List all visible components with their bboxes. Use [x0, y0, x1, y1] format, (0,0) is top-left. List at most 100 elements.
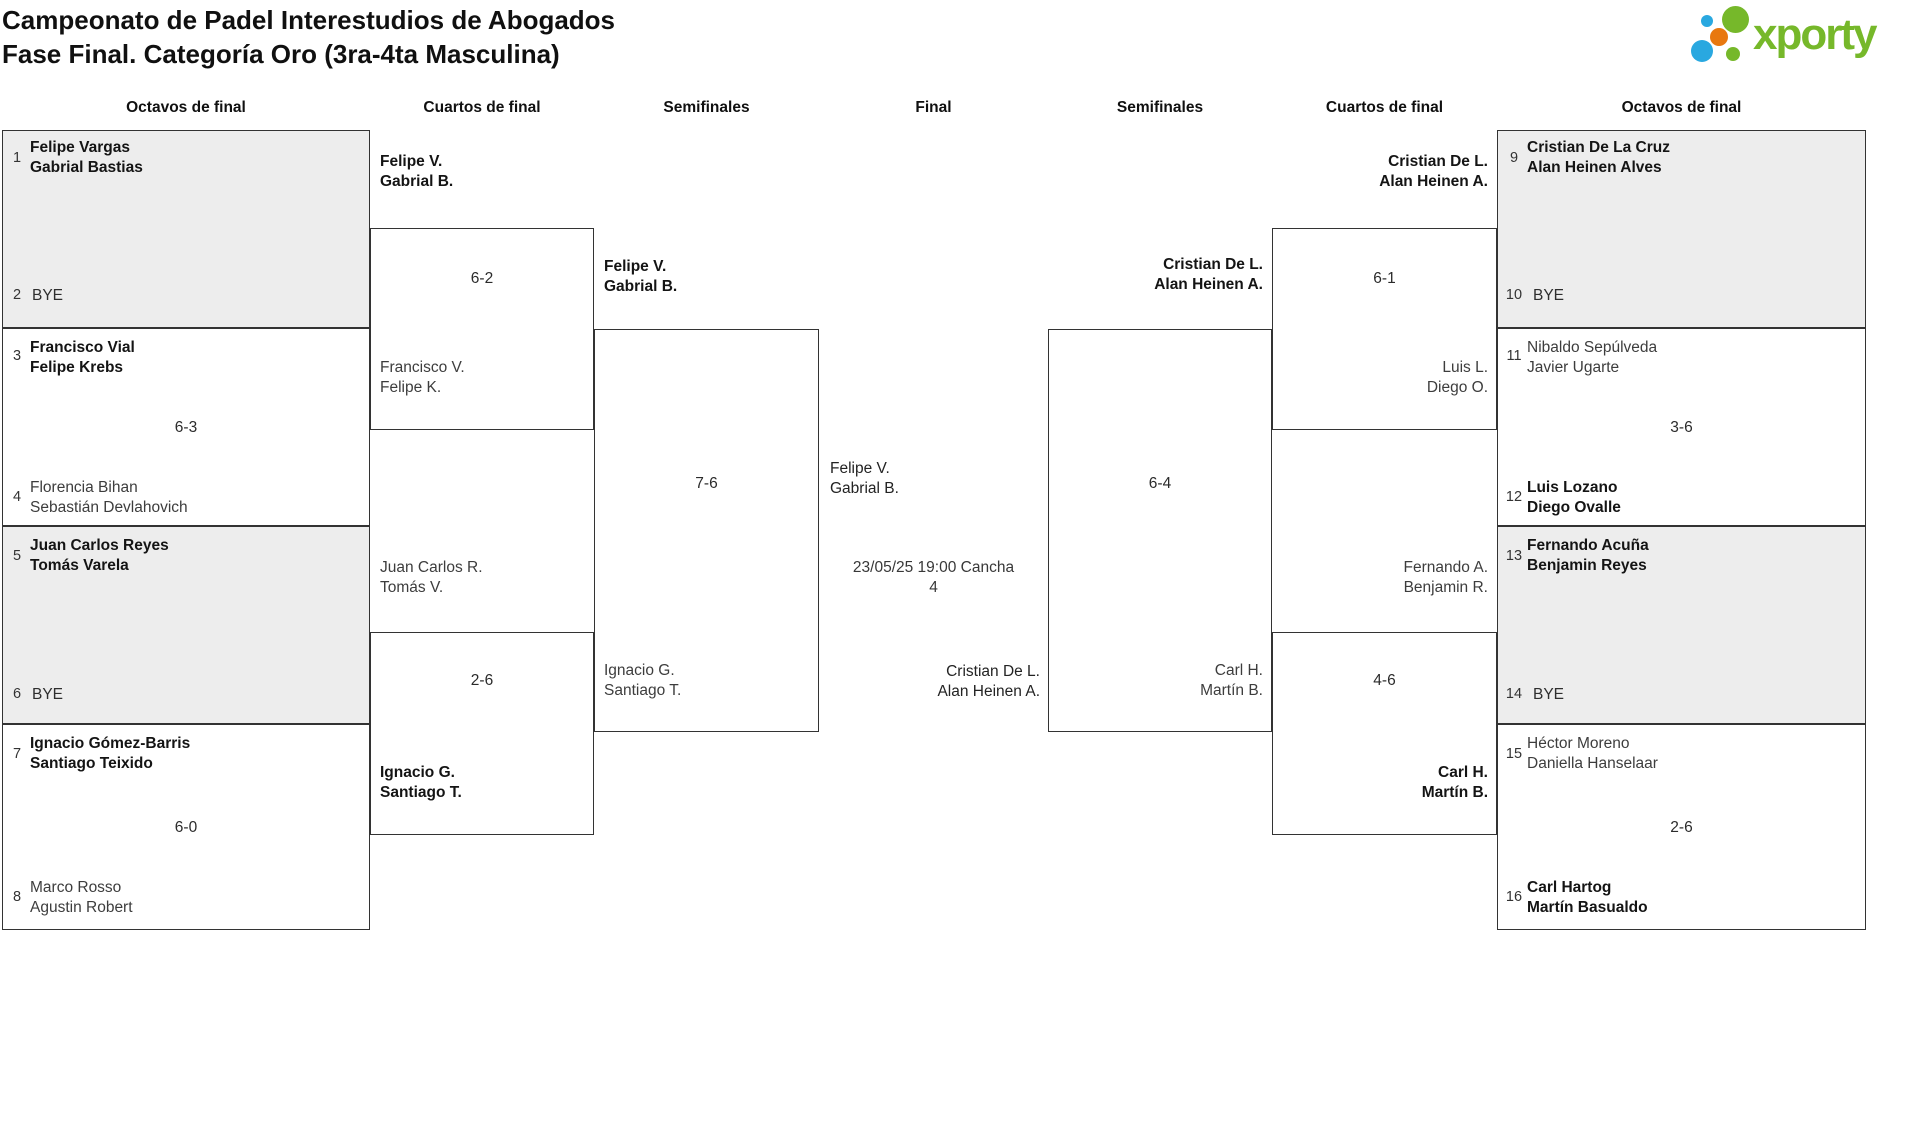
team-name-line: Diego O.	[1426, 378, 1488, 396]
final-schedule: 23/05/25 19:00 Cancha 4	[819, 558, 1048, 598]
team-name-line: Juan Carlos R.	[380, 559, 483, 576]
team-name-line: Diego Ovalle	[1527, 498, 1621, 516]
match-box-octavos-left-1[interactable]	[2, 130, 370, 328]
team-name-line: Felipe V.	[380, 153, 443, 170]
round-header-octavos-right: Octavos de final	[1621, 99, 1742, 116]
team-pair-winner: Felipe V. Gabrial B.	[380, 152, 453, 191]
team-name-line: Tomás V.	[380, 578, 444, 596]
team-name-line: Carl H.	[1438, 764, 1488, 781]
seed-number: 1	[12, 150, 22, 166]
team-name-line: Cristian De L.	[946, 663, 1040, 680]
team-name-line: Fernando Acuña	[1527, 537, 1649, 554]
round-header-final: Final	[915, 99, 952, 116]
team-name-line: Gabrial Bastias	[30, 158, 143, 176]
team-pair-loser: Carl H. Martín B.	[1048, 661, 1263, 700]
bye-label: BYE	[1533, 686, 1565, 703]
match-box-cuartos-left-2[interactable]	[370, 632, 594, 835]
tournament-title-line1: Campeonato de Padel Interestudios de Abo…	[2, 5, 616, 35]
team-pair-loser: Héctor Moreno Daniella Hanselaar	[1527, 734, 1658, 773]
bye-label: BYE	[32, 287, 64, 304]
team-name-line: Benjamin Reyes	[1527, 556, 1647, 574]
team-name-line: Carl H.	[1214, 662, 1263, 679]
bye-label: BYE	[32, 686, 64, 703]
match-score: 7-6	[695, 475, 718, 492]
logo-dot-green-large	[1722, 6, 1749, 33]
seed-number: 3	[12, 348, 22, 364]
team-pair-loser: Ignacio G. Santiago T.	[604, 661, 681, 700]
team-name-line: Gabrial B.	[604, 277, 678, 295]
logo-wordmark: xporty	[1753, 10, 1877, 59]
match-box-octavos-right-3[interactable]	[1497, 526, 1866, 724]
team-pair-winner: Fernando Acuña Benjamin Reyes	[1527, 536, 1649, 575]
match-box-octavos-left-3[interactable]	[2, 526, 370, 724]
bye-label: BYE	[1533, 287, 1565, 304]
match-box-octavos-left-4[interactable]	[2, 724, 370, 930]
match-score: 6-1	[1373, 270, 1396, 287]
team-name-line: Francisco Vial	[30, 339, 135, 356]
match-box-semi-left[interactable]	[594, 329, 819, 732]
team-name-line: Héctor Moreno	[1527, 735, 1630, 752]
team-name-line: Florencia Bihan	[30, 479, 138, 496]
team-name-line: Alan Heinen A.	[937, 682, 1040, 700]
team-name-line: Benjamin R.	[1403, 578, 1488, 596]
team-pair-loser: Francisco V. Felipe K.	[380, 358, 465, 397]
final-team-right: Cristian De L. Alan Heinen A.	[820, 662, 1040, 701]
match-score: 4-6	[1373, 672, 1396, 689]
team-name-line: Santiago Teixido	[30, 754, 153, 772]
team-pair-winner: Luis Lozano Diego Ovalle	[1527, 478, 1621, 517]
match-box-octavos-right-2[interactable]	[1497, 328, 1866, 526]
team-pair-winner: Cristian De L. Alan Heinen A.	[1048, 255, 1263, 294]
final-schedule-line2: 4	[929, 579, 938, 596]
team-name-line: Cristian De L.	[1388, 153, 1488, 170]
team-name-line: Felipe V.	[604, 258, 667, 275]
seed-number: 15	[1505, 746, 1523, 762]
seed-number: 12	[1505, 489, 1523, 505]
seed-number: 16	[1505, 889, 1523, 905]
match-score: 2-6	[1670, 819, 1693, 836]
match-box-cuartos-right-2[interactable]	[1272, 632, 1497, 835]
round-header-cuartos-left: Cuartos de final	[423, 99, 541, 116]
team-name-line: Cristian De L.	[1163, 256, 1263, 273]
team-name-line: Luis L.	[1442, 359, 1488, 376]
match-box-octavos-left-2[interactable]	[2, 328, 370, 526]
team-name-line: Martín B.	[1421, 783, 1488, 801]
tournament-title: Campeonato de Padel Interestudios de Abo…	[2, 3, 615, 71]
team-pair-winner: Cristian De L. Alan Heinen A.	[1272, 152, 1488, 191]
team-name-line: Felipe K.	[380, 378, 442, 396]
team-name-line: Tomás Varela	[30, 556, 129, 574]
team-name-line: Cristian De La Cruz	[1527, 139, 1670, 156]
team-pair-winner: Ignacio G. Santiago T.	[380, 763, 462, 802]
logo-dot-blue-small	[1701, 15, 1713, 27]
team-name-line: Ignacio Gómez-Barris	[30, 735, 191, 752]
seed-number: 9	[1509, 150, 1519, 166]
team-name-line: Alan Heinen A.	[1379, 172, 1488, 190]
team-name-line: Alan Heinen A.	[1154, 275, 1263, 293]
team-name-line: Carl Hartog	[1527, 879, 1612, 896]
final-team-left: Felipe V. Gabrial B.	[830, 459, 899, 498]
team-name-line: Martín B.	[1200, 681, 1263, 699]
team-pair-loser: Marco Rosso Agustin Robert	[30, 878, 133, 917]
match-score: 3-6	[1670, 419, 1693, 436]
team-pair-winner: Carl H. Martín B.	[1272, 763, 1488, 802]
team-name-line: Felipe Vargas	[30, 139, 130, 156]
seed-number: 4	[12, 489, 22, 505]
match-box-octavos-right-4[interactable]	[1497, 724, 1866, 930]
team-name-line: Agustin Robert	[30, 898, 133, 916]
match-box-octavos-right-1[interactable]	[1497, 130, 1866, 328]
match-box-semi-right[interactable]	[1048, 329, 1272, 732]
team-name-line: Felipe V.	[830, 460, 890, 477]
team-pair-winner: Carl Hartog Martín Basualdo	[1527, 878, 1648, 917]
match-box-cuartos-right-1[interactable]	[1272, 228, 1497, 430]
team-pair-loser: Fernando A. Benjamin R.	[1272, 558, 1488, 597]
seed-number: 5	[12, 548, 22, 564]
team-pair-winner: Cristian De La Cruz Alan Heinen Alves	[1527, 138, 1670, 177]
team-name-line: Francisco V.	[380, 359, 465, 376]
match-box-cuartos-left-1[interactable]	[370, 228, 594, 430]
team-name-line: Ignacio G.	[380, 764, 455, 781]
team-pair-loser: Juan Carlos R. Tomás V.	[380, 558, 483, 597]
team-pair-loser: Nibaldo Sepúlveda Javier Ugarte	[1527, 338, 1657, 377]
team-name-line: Daniella Hanselaar	[1527, 754, 1658, 772]
team-name-line: Felipe Krebs	[30, 358, 124, 376]
match-score: 6-0	[174, 819, 198, 836]
